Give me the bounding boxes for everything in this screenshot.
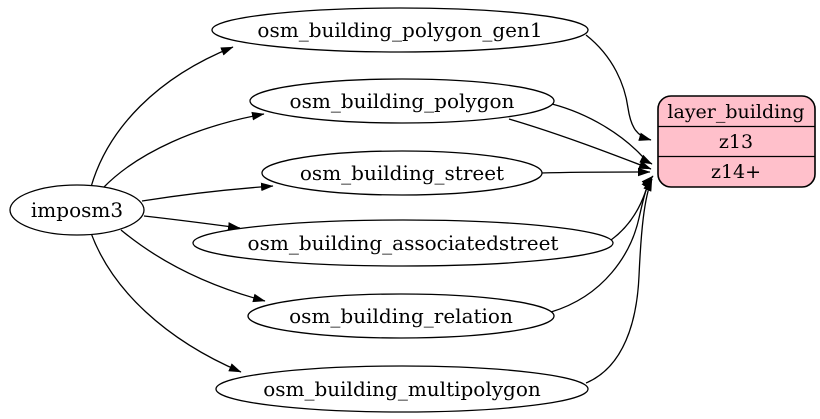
multipolygon-ellipse xyxy=(215,365,589,413)
edge-osm-building-polygon-to-z13 xyxy=(551,103,653,165)
edge-imposm3-to-osm-building-relation xyxy=(120,229,266,303)
node-osm-building-associatedstreet: osm_building_associatedstreet xyxy=(192,219,614,267)
layer-building-row-z14: z14+ xyxy=(711,161,761,183)
layer-building-title: layer_building xyxy=(667,101,804,123)
edge-osm-building-street-to-z14 xyxy=(540,167,651,177)
edge-imposm3-to-osm-building-associatedstreet xyxy=(143,215,241,231)
imposm3-label: imposm3 xyxy=(31,198,123,222)
edge-osm-building-multipolygon-to-z14 xyxy=(585,178,653,384)
edge-osm-building-polygon-gen1-to-z13 xyxy=(585,34,652,141)
associatedstreet-ellipse xyxy=(192,219,614,267)
layer-building-box xyxy=(657,95,816,188)
multipolygon-label: osm_building_multipolygon xyxy=(263,377,541,401)
associatedstreet-label: osm_building_associatedstreet xyxy=(248,231,559,255)
edge-imposm3-to-osm-building-polygon-gen1 xyxy=(90,46,234,188)
layer-building-row-z13: z13 xyxy=(719,131,753,153)
node-osm-building-polygon: osm_building_polygon xyxy=(249,78,555,124)
imposm3-ellipse xyxy=(9,184,145,236)
edge-osm-building-associatedstreet-to-z14 xyxy=(610,175,654,241)
node-osm-building-relation: osm_building_relation xyxy=(247,293,555,339)
polygon-gen1-ellipse xyxy=(211,7,589,53)
relation-label: osm_building_relation xyxy=(289,304,513,328)
edge-osm-building-polygon-to-z14 xyxy=(508,118,652,170)
edge-imposm3-to-osm-building-multipolygon xyxy=(90,232,242,373)
edge-imposm3-to-osm-building-street xyxy=(141,182,274,202)
street-label: osm_building_street xyxy=(300,161,504,185)
polygon-gen1-label: osm_building_polygon_gen1 xyxy=(257,18,542,42)
node-osm-building-street: osm_building_street xyxy=(261,150,543,196)
node-layer-building: layer_building z13 z14+ xyxy=(657,95,816,188)
edge-imposm3-to-osm-building-polygon xyxy=(102,111,265,189)
street-ellipse xyxy=(261,150,543,196)
node-osm-building-polygon-gen1: osm_building_polygon_gen1 xyxy=(211,7,589,53)
node-imposm3: imposm3 xyxy=(9,184,145,236)
polygon-ellipse xyxy=(249,78,555,124)
node-osm-building-multipolygon: osm_building_multipolygon xyxy=(215,365,589,413)
relation-ellipse xyxy=(247,293,555,339)
polygon-label: osm_building_polygon xyxy=(290,89,515,113)
